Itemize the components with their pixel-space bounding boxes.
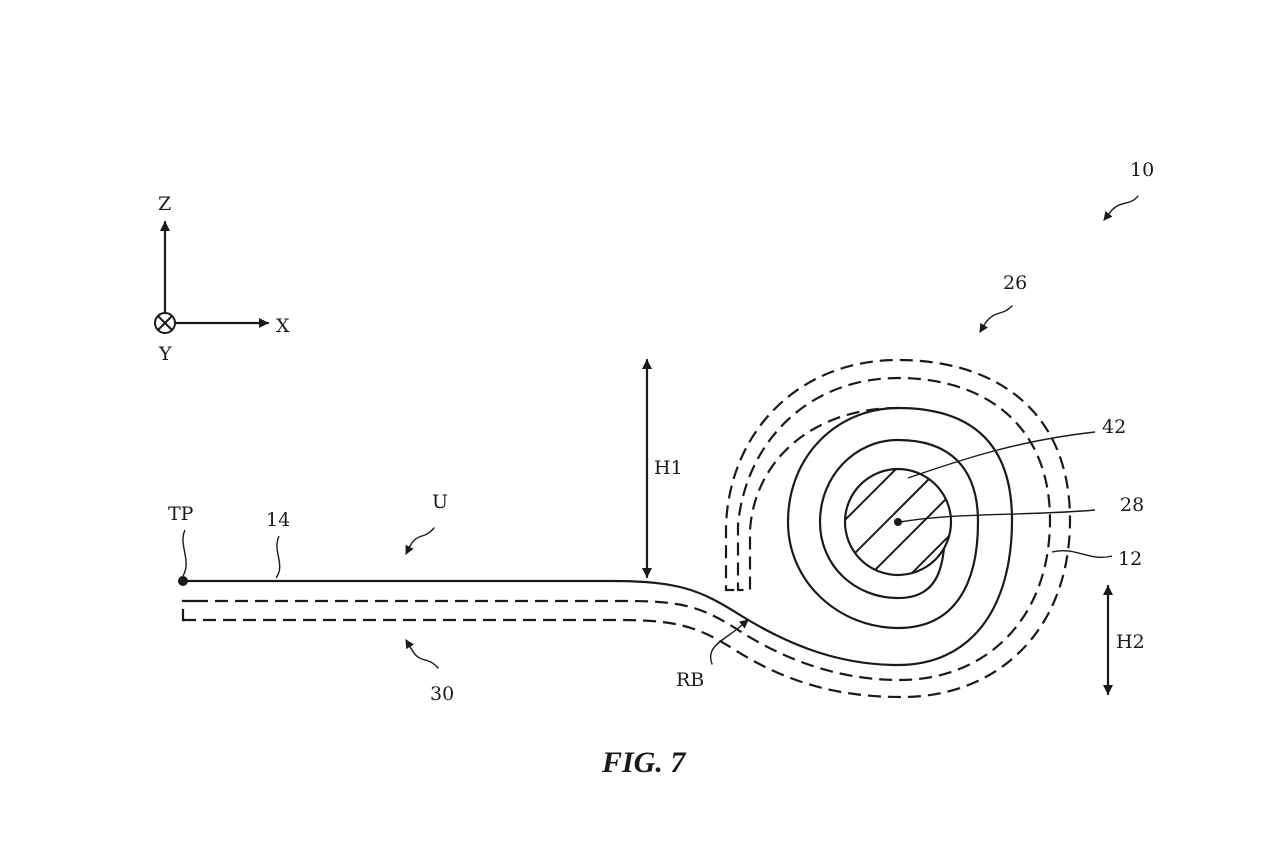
support-layer-spiral-inner [195, 376, 1052, 682]
rb-label: RB [676, 669, 704, 691]
u-arrow [405, 527, 435, 555]
ref-12-label: 12 [1118, 548, 1142, 570]
ref-14-label: 14 [266, 509, 290, 531]
ref-28-label: 28 [1120, 494, 1144, 516]
ref-30-arrow [405, 639, 439, 669]
tp-label: TP [168, 503, 194, 525]
x-axis-label: X [276, 315, 290, 337]
figure-caption: FIG. 7 [601, 746, 686, 779]
u-callout: U [405, 491, 448, 555]
ref-26-label: 26 [1003, 272, 1027, 294]
ref-42-callout: 42 [907, 416, 1126, 479]
support-layer-spiral-outer [183, 358, 1072, 699]
ref-14-leader [275, 535, 281, 579]
ref-28-leader [899, 509, 1096, 523]
ref-10-label: 10 [1130, 159, 1154, 181]
h2-dimension: H2 [1103, 584, 1145, 696]
h2-label: H2 [1116, 631, 1145, 653]
y-axis-label: Y [158, 343, 172, 365]
ref-30-label: 30 [430, 683, 454, 705]
ref-10-arrow [1103, 195, 1139, 221]
coordinate-axes: Z X Y [154, 193, 290, 365]
u-label: U [432, 491, 448, 513]
display-layer-spiral [181, 406, 1014, 667]
support-layer-dashed [181, 358, 1072, 699]
h1-dimension: H1 [642, 358, 683, 579]
rb-arrow [709, 619, 749, 665]
ref-42-leader [907, 431, 1096, 479]
z-axis-label: Z [158, 193, 171, 215]
ref-26-arrow [979, 305, 1013, 333]
ref-12-callout: 12 [1051, 548, 1142, 570]
h1-label: H1 [654, 457, 683, 479]
tp-leader [182, 529, 187, 577]
support-layer-end [181, 599, 195, 622]
ref-30-callout: 30 [405, 639, 454, 705]
tp-callout: TP [168, 503, 194, 577]
ref-12-leader [1051, 550, 1113, 558]
roller-center-point [894, 518, 902, 526]
ref-42-label: 42 [1102, 416, 1126, 438]
ref-10-callout: 10 [1103, 159, 1154, 221]
ref-26-callout: 26 [979, 272, 1027, 333]
rb-callout: RB [676, 619, 749, 691]
roller-hub [843, 467, 953, 577]
ref-14-callout: 14 [266, 509, 290, 579]
ref-28-callout: 28 [899, 494, 1144, 523]
y-axis-into-page-symbol [154, 312, 176, 334]
